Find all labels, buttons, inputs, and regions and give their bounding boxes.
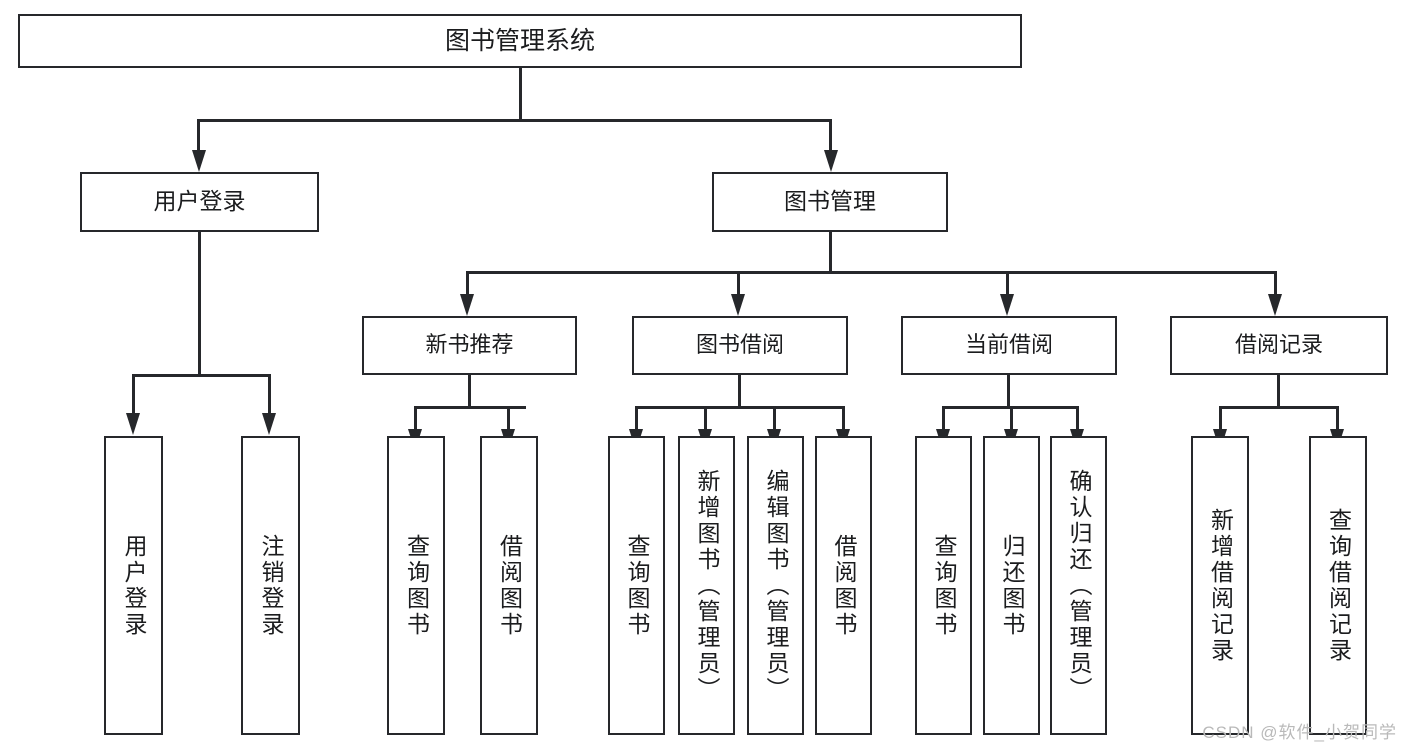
arrow-to-user-login xyxy=(192,150,206,172)
arrow-to-borrow-record xyxy=(1268,294,1282,316)
leaf-query-book-current[interactable]: 查询图书 xyxy=(915,436,972,735)
connector-level3-drop-3 xyxy=(1006,271,1009,295)
node-book-management[interactable]: 图书管理 xyxy=(712,172,948,232)
leaf-query-borrow-record[interactable]: 查询借阅记录 xyxy=(1309,436,1367,735)
leaf-label: 新增借阅记录 xyxy=(1207,507,1234,664)
leaf-label: 查询图书 xyxy=(403,533,430,638)
arrow-to-logout-leaf xyxy=(262,413,276,435)
connector-new-book-bus xyxy=(414,406,526,409)
leaf-label: 用户登录 xyxy=(121,533,147,638)
connector-book-management-stem xyxy=(829,232,832,271)
node-new-book-recommend[interactable]: 新书推荐 xyxy=(362,316,577,375)
connector-level3-drop-4 xyxy=(1274,271,1277,295)
leaf-label: 编辑图书（管理员） xyxy=(763,468,789,703)
leaf-query-book-borrow[interactable]: 查询图书 xyxy=(608,436,665,735)
node-user-login[interactable]: 用户登录 xyxy=(80,172,319,232)
connector-book-borrow-drop-2 xyxy=(704,406,707,430)
connector-user-login-stem xyxy=(198,232,201,374)
connector-borrow-record-stem xyxy=(1277,375,1280,406)
node-label: 新书推荐 xyxy=(425,332,514,358)
connector-user-login-drop-1 xyxy=(132,374,135,414)
connector-borrow-record-drop-1 xyxy=(1219,406,1222,430)
leaf-label: 归还图书 xyxy=(999,533,1025,638)
arrow-to-user-login-leaf xyxy=(126,413,140,435)
connector-level2-drop-2 xyxy=(829,119,832,151)
connector-borrow-record-drop-2 xyxy=(1336,406,1339,430)
connector-book-borrow-drop-1 xyxy=(635,406,638,430)
node-borrow-record[interactable]: 借阅记录 xyxy=(1170,316,1388,375)
node-label: 借阅记录 xyxy=(1234,332,1323,358)
node-label: 用户登录 xyxy=(153,188,246,215)
leaf-user-login[interactable]: 用户登录 xyxy=(104,436,163,735)
arrow-to-new-book-recommend xyxy=(460,294,474,316)
arrow-to-current-borrow xyxy=(1000,294,1014,316)
leaf-edit-book-admin[interactable]: 编辑图书（管理员） xyxy=(747,436,804,735)
leaf-return-book[interactable]: 归还图书 xyxy=(983,436,1040,735)
node-label: 当前借阅 xyxy=(964,332,1053,358)
node-current-borrow[interactable]: 当前借阅 xyxy=(901,316,1117,375)
connector-current-borrow-drop-3 xyxy=(1076,406,1079,430)
connector-book-borrow-bus xyxy=(635,406,845,409)
leaf-logout[interactable]: 注销登录 xyxy=(241,436,300,735)
connector-user-login-bus xyxy=(132,374,270,377)
leaf-confirm-return-admin[interactable]: 确认归还（管理员） xyxy=(1050,436,1107,735)
leaf-label: 确认归还（管理员） xyxy=(1066,468,1092,703)
connector-new-book-drop-2 xyxy=(507,406,510,430)
leaf-label: 借阅图书 xyxy=(831,533,857,638)
connector-level3-bus xyxy=(466,271,1277,274)
connector-root-stem xyxy=(519,68,522,119)
connector-book-borrow-drop-4 xyxy=(842,406,845,430)
leaf-label: 查询图书 xyxy=(624,533,650,638)
leaf-label: 查询图书 xyxy=(931,533,957,638)
node-book-borrow[interactable]: 图书借阅 xyxy=(632,316,848,375)
connector-book-borrow-drop-3 xyxy=(773,406,776,430)
connector-level2-bus xyxy=(197,119,832,122)
leaf-borrow-book[interactable]: 借阅图书 xyxy=(815,436,872,735)
connector-current-borrow-drop-1 xyxy=(942,406,945,430)
leaf-label: 注销登录 xyxy=(258,533,284,638)
leaf-label: 新增图书（管理员） xyxy=(694,468,720,703)
node-label: 图书管理 xyxy=(784,188,876,215)
connector-level3-drop-2 xyxy=(737,271,740,295)
leaf-label: 查询借阅记录 xyxy=(1325,507,1352,664)
connector-user-login-drop-2 xyxy=(268,374,271,414)
node-root-book-management-system[interactable]: 图书管理系统 xyxy=(18,14,1022,68)
leaf-query-book-recommend[interactable]: 查询图书 xyxy=(387,436,445,735)
connector-current-borrow-drop-2 xyxy=(1010,406,1013,430)
connector-borrow-record-bus xyxy=(1219,406,1339,409)
connector-new-book-drop-1 xyxy=(414,406,417,430)
arrow-to-book-management xyxy=(824,150,838,172)
leaf-add-borrow-record[interactable]: 新增借阅记录 xyxy=(1191,436,1249,735)
arrow-to-book-borrow xyxy=(731,294,745,316)
connector-new-book-stem xyxy=(468,375,471,406)
connector-current-borrow-stem xyxy=(1007,375,1010,406)
node-label: 图书借阅 xyxy=(695,332,784,358)
connector-level2-drop-1 xyxy=(197,119,200,151)
leaf-borrow-book-recommend[interactable]: 借阅图书 xyxy=(480,436,538,735)
leaf-label: 借阅图书 xyxy=(496,533,523,638)
node-label: 图书管理系统 xyxy=(444,27,595,55)
connector-book-borrow-stem xyxy=(738,375,741,406)
connector-level3-drop-1 xyxy=(466,271,469,295)
leaf-add-book-admin[interactable]: 新增图书（管理员） xyxy=(678,436,735,735)
